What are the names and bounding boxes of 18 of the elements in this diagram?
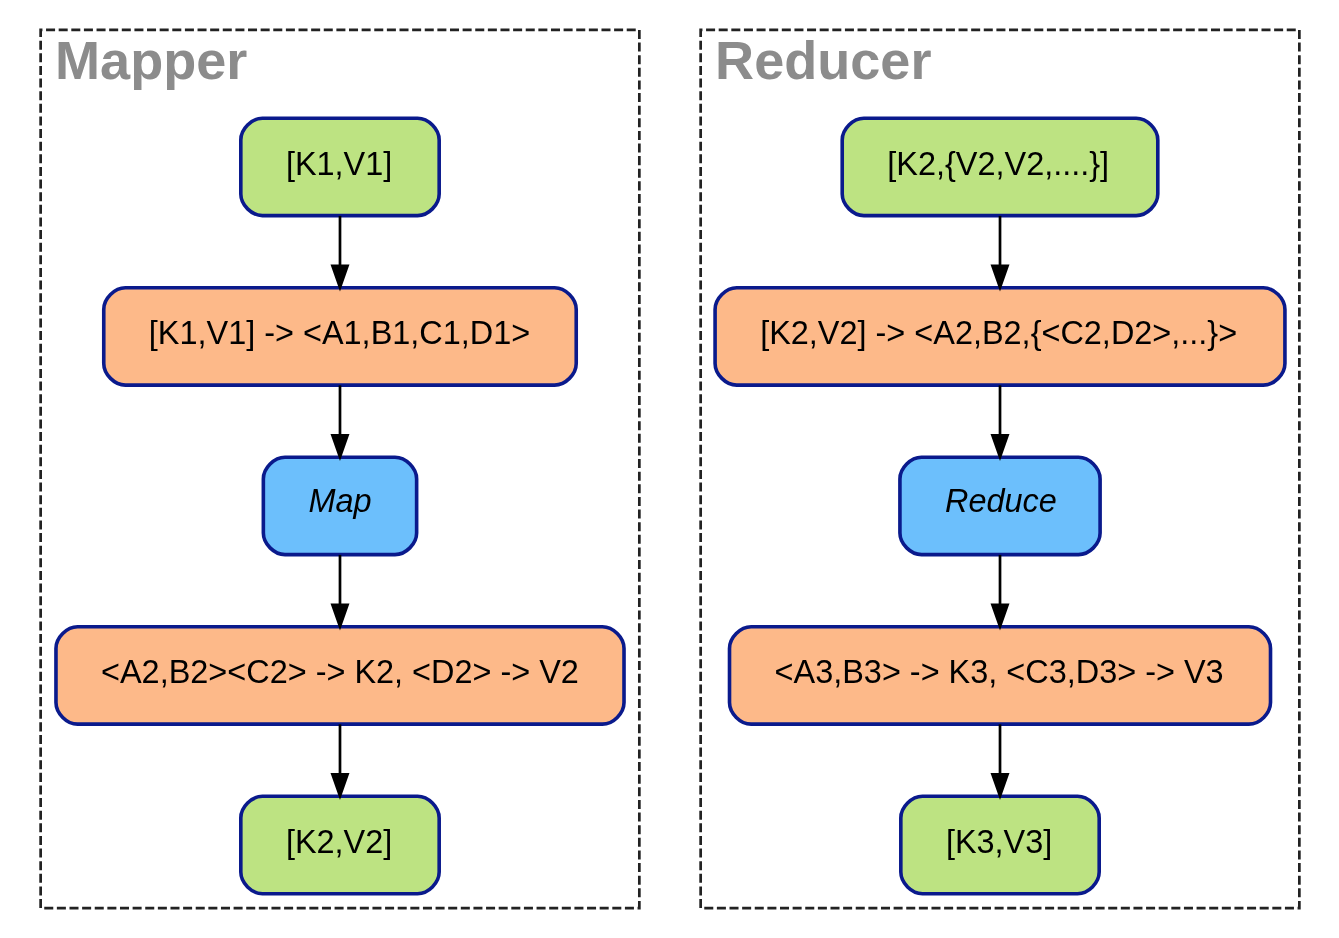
node-box: Reduce [897, 455, 1102, 557]
arrow [990, 215, 1009, 292]
node-box: [K2,{V2,V2,....}] [839, 116, 1160, 218]
arrow [990, 724, 1009, 801]
node-box: [K2,V2] -> <A2,B2,{<C2,D2>,...}> [712, 285, 1287, 387]
arrow [330, 554, 349, 631]
arrow [990, 554, 1009, 631]
node-box: [K2,V2] [238, 794, 441, 896]
arrow [330, 385, 349, 462]
node-box: <A2,B2><C2> -> K2, <D2> -> V2 [53, 625, 626, 726]
arrow [330, 215, 349, 292]
node-box: <A3,B3> -> K3, <C3,D3> -> V3 [727, 625, 1272, 726]
node-box: [K1,V1] [238, 116, 441, 218]
node-box: [K1,V1] -> <A1,B1,C1,D1> [101, 285, 578, 387]
arrow [990, 385, 1009, 462]
node-box: Map [261, 455, 418, 557]
arrow [330, 724, 349, 801]
node-box: [K3,V3] [898, 794, 1101, 896]
